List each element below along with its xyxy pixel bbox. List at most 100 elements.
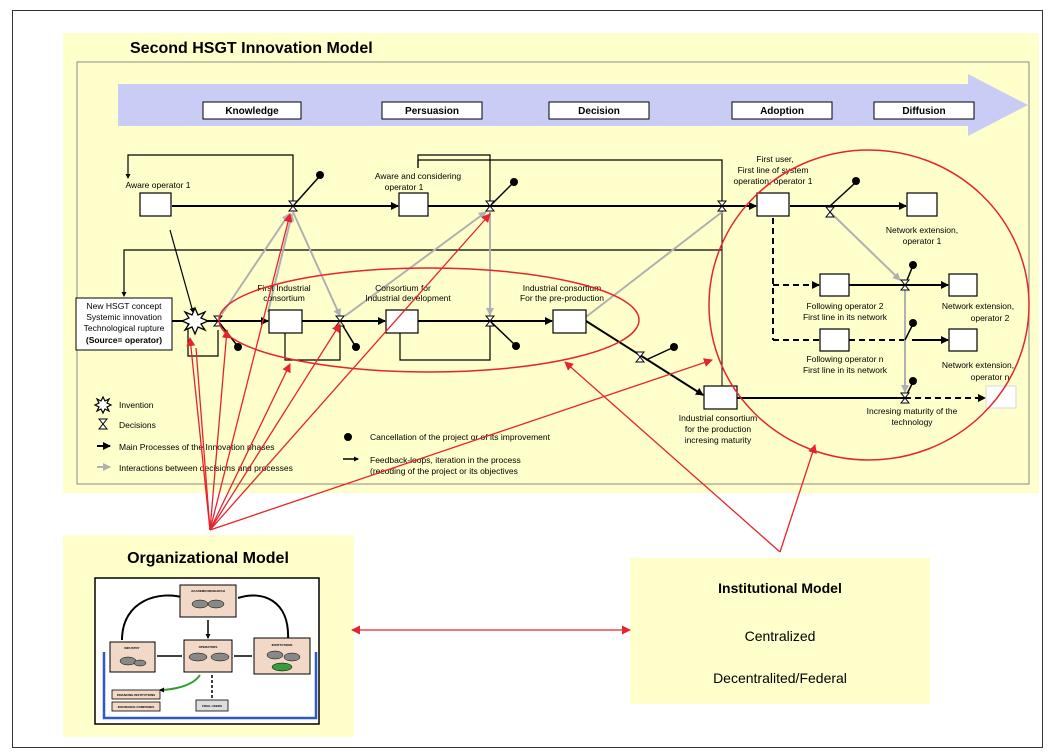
phase-adoption: Adoption xyxy=(760,106,804,117)
label-network-ext2: Network extension, xyxy=(942,301,1014,311)
legend-decision-icon xyxy=(97,418,109,430)
label-industrial-preprod: Industrial consortium xyxy=(523,283,601,293)
cancel-dot xyxy=(852,177,860,185)
phase-diffusion: Diffusion xyxy=(902,106,945,117)
box-consortium-dev xyxy=(385,309,419,334)
phase-box-persuasion xyxy=(381,101,483,120)
adoption-ellipse xyxy=(708,149,1030,461)
phase-decision: Decision xyxy=(578,106,620,117)
org-operators-label: OPERATORS xyxy=(199,645,218,649)
label-industrial-preprod: For the pre-production xyxy=(520,293,604,303)
inst-model-title: Institutional Model xyxy=(718,580,842,596)
label-industrial-prod: Industrial consortium xyxy=(679,413,757,423)
label-following2: Following operator 2 xyxy=(806,301,883,311)
cancel-dot xyxy=(510,178,518,186)
node-labels: Aware operator 1 Aware and considering o… xyxy=(125,154,1014,445)
invention-star-icon xyxy=(180,306,210,336)
org-academic-label: ACADEMIC/RESEARCH xyxy=(191,589,225,593)
box-industrial-preprod xyxy=(552,309,587,334)
legend-feedback: (recoding of the project or its objectiv… xyxy=(370,466,518,476)
box-industrial-prod xyxy=(703,385,738,410)
org-institutions-label: INSTITUTIONS xyxy=(272,643,293,647)
innovation-inner-frame xyxy=(76,61,1030,485)
label-network-extn: Network extension, xyxy=(942,360,1014,370)
box-first-industrial xyxy=(268,309,303,334)
decision-icon xyxy=(484,200,496,212)
label-first-user: First user, xyxy=(756,154,793,164)
decision-icon xyxy=(484,315,496,327)
label-industrial-prod: incresing maturity xyxy=(685,435,752,445)
feedback-loops xyxy=(121,154,723,361)
phase-labels: Knowledge Persuasion Decision Adoption D… xyxy=(202,101,975,120)
phase-box-knowledge xyxy=(202,101,302,120)
label-followingn: First line in its network xyxy=(803,365,888,375)
box-aware-considering xyxy=(398,192,429,217)
box-network-ext2 xyxy=(948,273,978,297)
box-aware-operator xyxy=(139,192,172,217)
label-maturity: Incresing maturity of the xyxy=(867,406,958,416)
inst-item-decentralized: Decentralited/Federal xyxy=(713,670,847,686)
cancel-dot xyxy=(909,261,917,269)
phase-persuasion: Persuasion xyxy=(405,106,459,117)
phase-knowledge: Knowledge xyxy=(225,106,279,117)
decision-icon xyxy=(634,351,646,363)
label-aware-operator: Aware operator 1 xyxy=(125,180,190,190)
box-network-ext1 xyxy=(906,192,938,217)
label-consortium-dev: Consortium for xyxy=(375,283,431,293)
org-insurance-label: INSURANCE COMPANIES xyxy=(118,705,155,709)
org-final-users-label: FINAL USERS xyxy=(202,704,222,708)
cancellation-markers xyxy=(217,171,917,399)
label-network-ext1: Network extension, xyxy=(886,225,958,235)
decision-icon xyxy=(716,200,728,212)
industrial-ellipse xyxy=(218,267,640,373)
legend-invention-icon xyxy=(93,395,113,415)
legend-cancellation: Cancellation of the project or of its im… xyxy=(370,432,551,442)
label-first-industrial: consortium xyxy=(263,293,305,303)
decision-icon xyxy=(287,200,299,212)
legend-decisions: Decisions xyxy=(119,420,156,430)
box-following2 xyxy=(819,273,850,297)
interaction-arrows xyxy=(221,211,909,393)
concept-line: Technological rupture xyxy=(84,323,165,333)
concept-line: (Source= operator) xyxy=(86,335,162,345)
legend-interactions: Interactions between decisions and proce… xyxy=(119,463,293,473)
legend-main-processes: Main Processes of the Innovation phases xyxy=(119,442,274,452)
label-maturity: technology xyxy=(891,417,933,427)
label-first-industrial: First Industrial xyxy=(257,283,310,293)
process-boxes xyxy=(139,192,1017,410)
label-network-ext2: operator 2 xyxy=(971,313,1010,323)
label-aware-considering: Aware and considering xyxy=(375,171,462,181)
label-network-extn: operator n xyxy=(971,372,1010,382)
box-first-user xyxy=(756,192,790,217)
red-link-arrows xyxy=(186,213,817,635)
box-network-extn xyxy=(948,328,978,352)
legend-invention: Invention xyxy=(119,400,154,410)
phase-box-adoption xyxy=(731,101,833,120)
legend-feedback: Feedback-loops, iteration in the process xyxy=(370,455,521,465)
decision-icon xyxy=(899,279,911,291)
org-industry-label: INDUSTRY xyxy=(124,646,139,650)
org-model-thumbnail: ACADEMIC/RESEARCH INDUSTRY OPERATORS INS… xyxy=(94,577,320,725)
cancel-dot xyxy=(909,377,917,385)
dashed-process-lines xyxy=(772,218,986,402)
concept-labels: New HSGT concept Systemic innovation Tec… xyxy=(84,301,165,345)
label-first-user: First line of system xyxy=(738,165,809,175)
label-network-ext1: operator 1 xyxy=(903,236,942,246)
cancel-dot xyxy=(352,343,360,351)
label-followingn: Following operator n xyxy=(806,354,883,364)
label-following2: First line in its network xyxy=(803,312,888,322)
cancel-dot xyxy=(234,343,242,351)
legend-cancel-dot-icon xyxy=(344,433,352,441)
label-consortium-dev: Industrial development xyxy=(365,293,451,303)
box-maturity-end xyxy=(985,385,1017,409)
concept-line: Systemic innovation xyxy=(86,312,162,322)
main-process-lines xyxy=(172,202,949,399)
label-industrial-prod: for the production xyxy=(685,424,751,434)
model-title: Second HSGT Innovation Model xyxy=(130,40,373,57)
box-followingn xyxy=(819,328,850,352)
org-financing-label: FINANCING INSTITUTIONS xyxy=(117,693,155,697)
phase-box-diffusion xyxy=(873,101,975,120)
decision-markers xyxy=(212,200,911,404)
